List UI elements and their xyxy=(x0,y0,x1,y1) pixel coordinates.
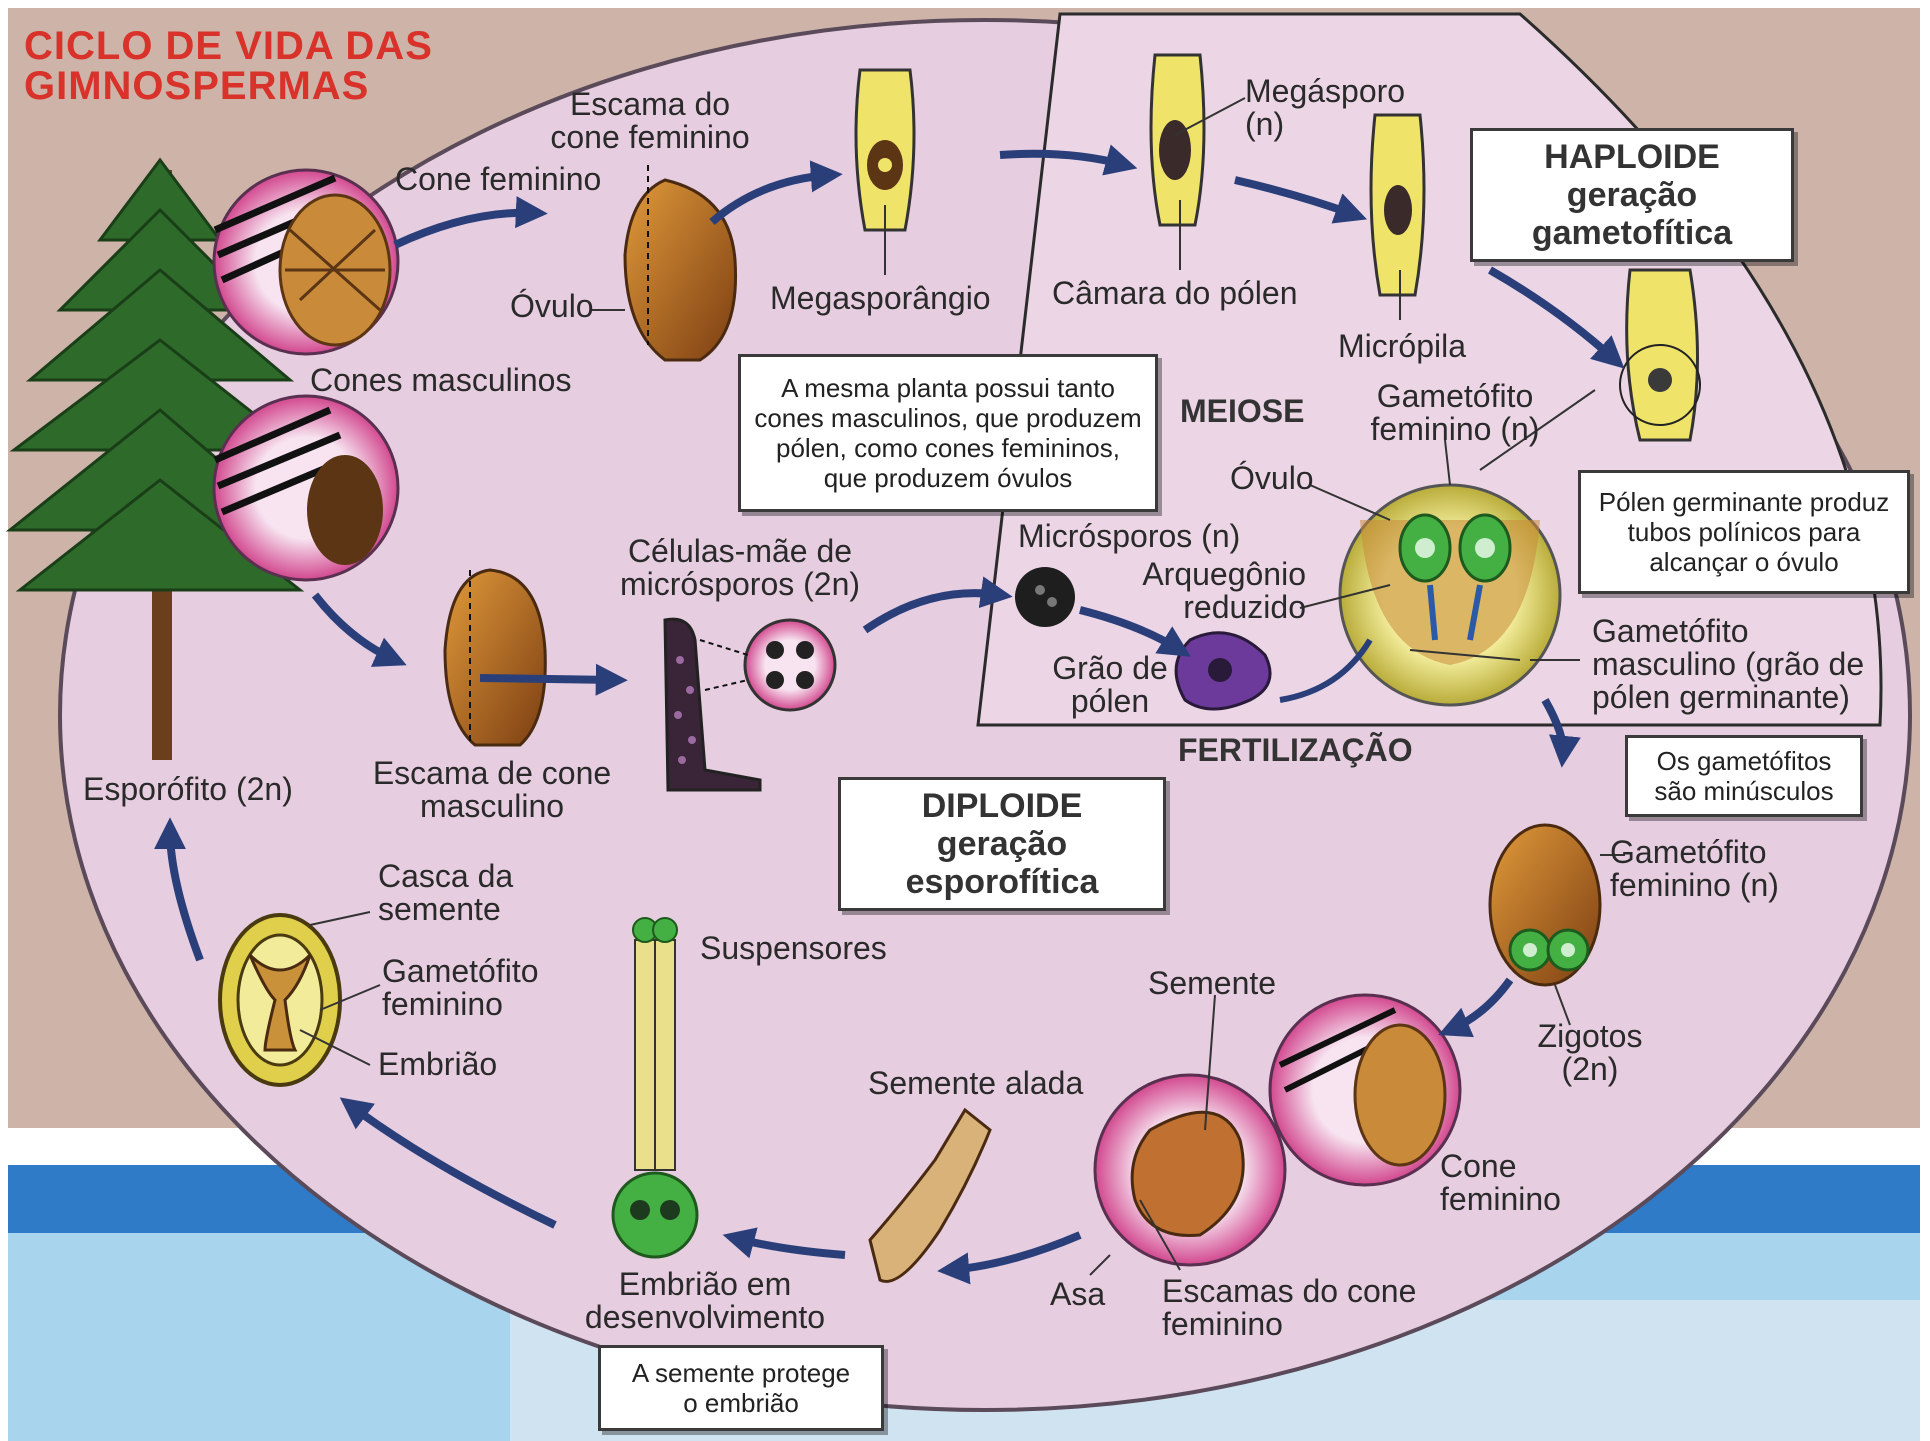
germinating-pollen-line2: tubos polínicos para xyxy=(1628,517,1861,547)
seed-protects-note-box: A semente protege o embrião xyxy=(598,1345,884,1431)
label-gametofito-masculino-line3: pólen germinante) xyxy=(1592,681,1864,714)
label-cone-feminino-top: Cone feminino xyxy=(395,163,601,196)
label-asa: Asa xyxy=(1050,1278,1105,1311)
title-line2: GIMNOSPERMAS xyxy=(24,66,433,106)
fertilization-ovule-icon xyxy=(1340,485,1560,705)
haploid-box-line1: HAPLOIDE xyxy=(1544,138,1720,176)
label-grao-polen: Grão de pólen xyxy=(1045,652,1175,718)
ovule-with-pollen-icon xyxy=(1620,270,1700,440)
same-plant-line2: cones masculinos, que produzem xyxy=(754,403,1141,433)
tiny-gametophytes-note-box: Os gametófitos são minúsculos xyxy=(1625,735,1863,817)
label-gametofito-feminino-seed-line2: feminino xyxy=(382,988,539,1021)
label-semente: Semente xyxy=(1148,967,1276,1000)
germinating-pollen-line1: Pólen germinante produz xyxy=(1599,487,1890,517)
label-zigotos-line1: Zigotos xyxy=(1530,1020,1650,1053)
label-semente-alada: Semente alada xyxy=(868,1067,1083,1100)
haploid-box-line2: geração xyxy=(1567,176,1697,214)
label-gametofito-masculino-line2: masculino (grão de xyxy=(1592,648,1864,681)
label-ovulo-top: Óvulo xyxy=(510,290,594,323)
label-gametofito-feminino-lower-line1: Gametófito xyxy=(1610,836,1779,869)
label-megasporo-line1: Megásporo xyxy=(1245,75,1405,108)
label-arquegonio-line1: Arquegônio xyxy=(1110,558,1306,591)
zygote-ovule-icon xyxy=(1490,825,1600,985)
tiny-gametophytes-line1: Os gametófitos xyxy=(1657,746,1832,776)
label-escama-cone-feminino-line2: cone feminino xyxy=(545,121,755,154)
tiny-gametophytes-line2: são minúsculos xyxy=(1654,776,1833,806)
label-megasporangio: Megasporângio xyxy=(770,282,991,315)
label-escama-cone-masculino-line1: Escama de cone xyxy=(372,757,612,790)
label-escama-cone-feminino-line1: Escama do xyxy=(545,88,755,121)
diploid-box: DIPLOIDE geração esporofítica xyxy=(838,777,1166,911)
label-megasporo: Megásporo (n) xyxy=(1245,75,1405,141)
label-escama-cone-masculino: Escama de cone masculino xyxy=(372,757,612,823)
label-micropila: Micrópila xyxy=(1338,330,1466,363)
label-gametofito-feminino-seed-line1: Gametófito xyxy=(382,955,539,988)
label-celulas-mae-line2: micrósporos (2n) xyxy=(615,568,865,601)
label-esporofito: Esporófito (2n) xyxy=(83,773,293,806)
same-plant-line1: A mesma planta possui tanto xyxy=(781,373,1115,403)
label-escama-cone-feminino: Escama do cone feminino xyxy=(545,88,755,154)
seed-protects-line2: o embrião xyxy=(683,1388,799,1418)
label-escama-cone-masculino-line2: masculino xyxy=(372,790,612,823)
label-casca-semente-line1: Casca da xyxy=(378,860,513,893)
label-zigotos: Zigotos (2n) xyxy=(1530,1020,1650,1086)
label-casca-semente-line2: semente xyxy=(378,893,513,926)
haploid-box-line3: gametofítica xyxy=(1532,214,1732,252)
same-plant-note-box: A mesma planta possui tanto cones mascul… xyxy=(738,354,1158,512)
male-cone-scale-icon xyxy=(445,570,545,745)
label-escamas-cone-feminino-line1: Escamas do cone xyxy=(1162,1275,1416,1308)
label-celulas-mae: Células-mãe de micrósporos (2n) xyxy=(615,535,865,601)
fertilizacao-label: FERTILIZAÇÃO xyxy=(1178,732,1413,769)
label-suspensores: Suspensores xyxy=(700,932,887,965)
label-megasporo-line2: (n) xyxy=(1245,108,1405,141)
label-zigotos-line2: (2n) xyxy=(1530,1053,1650,1086)
diploid-box-line3: esporofítica xyxy=(906,863,1099,901)
label-embriao-desenvolvimento-line1: Embrião em xyxy=(580,1268,830,1301)
label-gametofito-feminino-n: Gametófito feminino (n) xyxy=(1355,380,1555,446)
micropyle-icon xyxy=(1371,115,1424,295)
seed-icon xyxy=(220,915,340,1085)
diploid-box-line2: geração xyxy=(937,825,1067,863)
same-plant-line3: pólen, como cones femininos, xyxy=(776,433,1120,463)
label-cone-feminino-bottom-line1: Cone xyxy=(1440,1150,1561,1183)
megaspore-icon xyxy=(1151,55,1204,225)
label-gametofito-feminino-lower: Gametófito feminino (n) xyxy=(1610,836,1779,902)
label-cone-feminino-bottom: Cone feminino xyxy=(1440,1150,1561,1216)
male-cone-icon xyxy=(214,396,398,580)
label-arquegonio-line2: reduzido xyxy=(1110,591,1306,624)
label-embriao-desenvolvimento: Embrião em desenvolvimento xyxy=(580,1268,830,1334)
label-embriao: Embrião xyxy=(378,1048,497,1081)
label-gametofito-masculino-line1: Gametófito xyxy=(1592,615,1864,648)
label-ovulo-right: Óvulo xyxy=(1230,462,1314,495)
label-gametofito-feminino-lower-line2: feminino (n) xyxy=(1610,869,1779,902)
label-grao-polen-line1: Grão de xyxy=(1045,652,1175,685)
germinating-pollen-line3: alcançar o óvulo xyxy=(1649,547,1838,577)
label-gametofito-feminino-n-line1: Gametófito xyxy=(1355,380,1555,413)
label-casca-semente: Casca da semente xyxy=(378,860,513,926)
label-cones-masculinos: Cones masculinos xyxy=(310,364,571,397)
label-embriao-desenvolvimento-line2: desenvolvimento xyxy=(580,1301,830,1334)
meiose-label: MEIOSE xyxy=(1180,393,1304,430)
title-line1: CICLO DE VIDA DAS xyxy=(24,26,433,66)
label-escamas-cone-feminino-line2: feminino xyxy=(1162,1308,1416,1341)
label-camara-polen: Câmara do pólen xyxy=(1052,277,1297,310)
label-escamas-cone-feminino: Escamas do cone feminino xyxy=(1162,1275,1416,1341)
diagram-title: CICLO DE VIDA DAS GIMNOSPERMAS xyxy=(24,26,433,106)
label-gametofito-masculino: Gametófito masculino (grão de pólen germ… xyxy=(1592,615,1864,714)
label-celulas-mae-line1: Células-mãe de xyxy=(615,535,865,568)
seed-protects-line1: A semente protege xyxy=(632,1358,850,1388)
haploid-box: HAPLOIDE geração gametofítica xyxy=(1470,128,1794,262)
diploid-box-line1: DIPLOIDE xyxy=(922,787,1083,825)
label-grao-polen-line2: pólen xyxy=(1045,685,1175,718)
same-plant-line4: que produzem óvulos xyxy=(824,463,1073,493)
label-arquegonio: Arquegônio reduzido xyxy=(1110,558,1306,624)
label-cone-feminino-bottom-line2: feminino xyxy=(1440,1183,1561,1216)
germinating-pollen-note-box: Pólen germinante produz tubos polínicos … xyxy=(1578,470,1910,594)
female-cone-icon xyxy=(214,170,398,354)
label-gametofito-feminino-seed: Gametófito feminino xyxy=(382,955,539,1021)
label-gametofito-feminino-n-line2: feminino (n) xyxy=(1355,413,1555,446)
label-microsporos: Micrósporos (n) xyxy=(1018,520,1240,553)
